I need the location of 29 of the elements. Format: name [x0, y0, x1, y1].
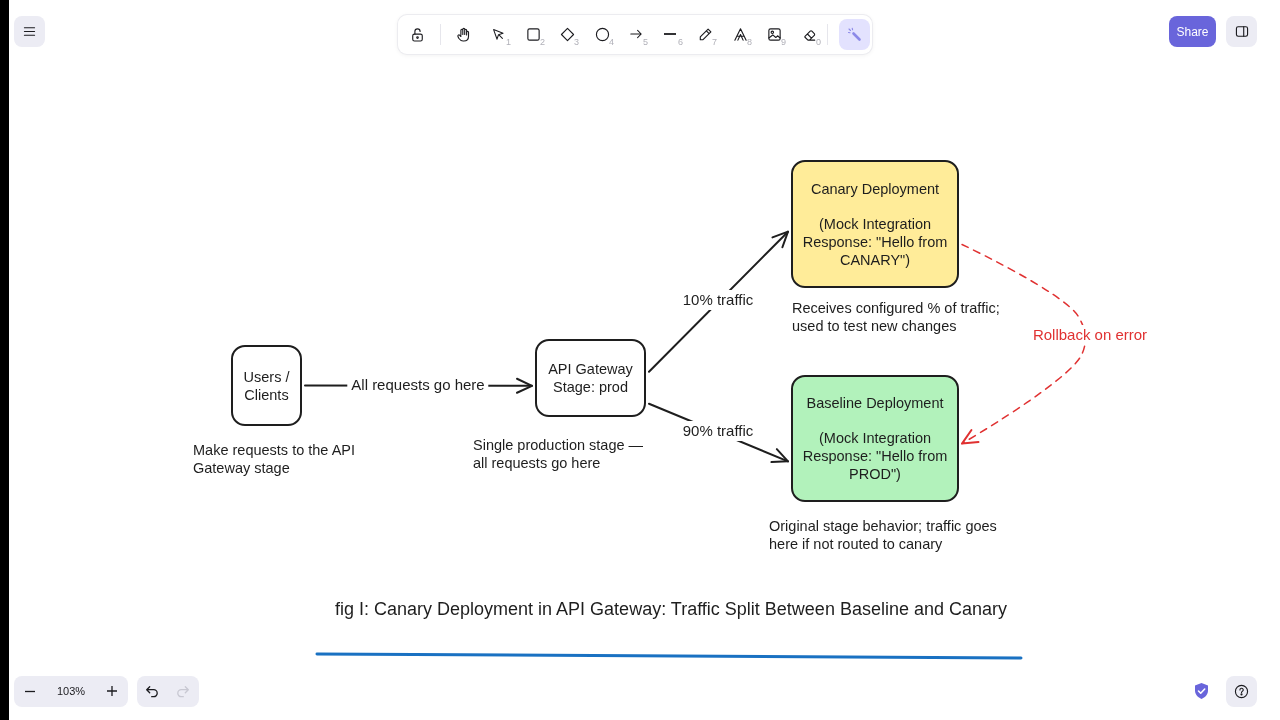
figure-caption: fig I: Canary Deployment in API Gateway: Traffic Split Between Baseline and Canary — [334, 598, 1008, 620]
process-box — [231, 345, 302, 426]
shortcut-hint: 8 — [747, 37, 752, 47]
shortcut-hint: 9 — [781, 37, 786, 47]
shortcut-hint: 1 — [506, 37, 511, 47]
node-description: (Mock Integration Response: "Hello from PROD") — [801, 429, 949, 483]
arrow — [648, 230, 789, 373]
shortcut-hint: 6 — [678, 37, 683, 47]
process-box — [535, 339, 646, 417]
node-label: API Gateway Stage: prod — [547, 360, 634, 396]
node-description: (Mock Integration Response: "Hello from CANARY") — [801, 214, 949, 269]
process-box — [791, 160, 959, 288]
shortcut-hint: 4 — [609, 37, 614, 47]
node-label: Users / Clients — [242, 367, 291, 404]
shortcut-hint: 5 — [643, 37, 648, 47]
shortcut-hint: 0 — [816, 37, 821, 47]
node-caption: Make requests to the API Gateway stage — [193, 441, 356, 477]
shortcut-hint: 3 — [574, 37, 579, 47]
shortcut-hint: 7 — [712, 37, 717, 47]
node-title: Canary Deployment — [810, 179, 940, 198]
node-caption: Receives configured % of traffic; used to test new changes — [792, 299, 1001, 335]
process-box — [791, 375, 959, 502]
node-caption: Original stage behavior; traffic goes here if not routed to canary — [769, 517, 998, 553]
node-caption: Single production stage — all requests go here — [473, 436, 645, 472]
shortcut-hint: 2 — [540, 37, 545, 47]
node-title: Baseline Deployment — [806, 394, 944, 412]
share-button: Share — [1169, 16, 1216, 47]
arrow — [961, 243, 1087, 445]
zoom-level: 103% — [55, 685, 87, 698]
